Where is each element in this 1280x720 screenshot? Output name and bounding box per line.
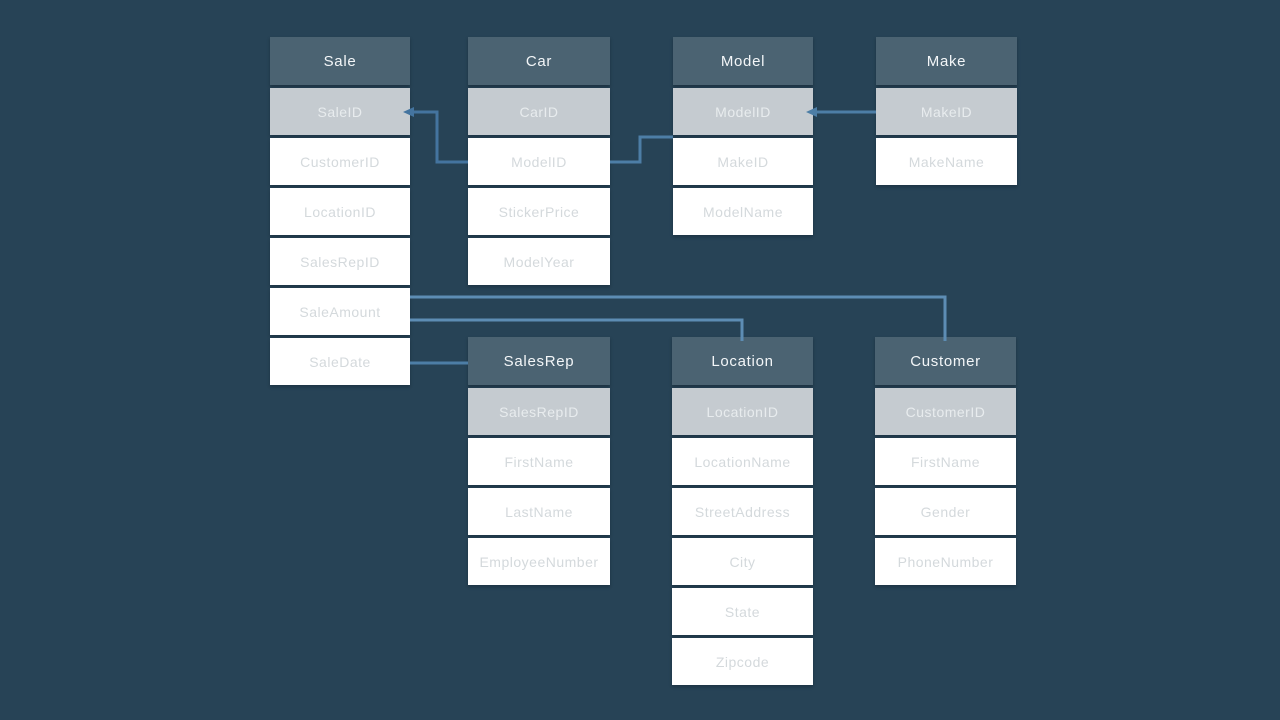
table-car-title: Car <box>468 37 610 85</box>
table-make-title: Make <box>876 37 1017 85</box>
table-location-field-city: City <box>672 538 813 585</box>
table-car-key-carid: CarID <box>468 88 610 135</box>
table-salesrep: SalesRep SalesRepID FirstName LastName E… <box>468 337 610 585</box>
table-make-field-makename: MakeName <box>876 138 1017 185</box>
table-sale-field-customerid: CustomerID <box>270 138 410 185</box>
table-location: Location LocationID LocationName StreetA… <box>672 337 813 685</box>
table-model-field-makeid: MakeID <box>673 138 813 185</box>
table-model-field-modelname: ModelName <box>673 188 813 235</box>
table-location-field-zipcode: Zipcode <box>672 638 813 685</box>
table-make: Make MakeID MakeName <box>876 37 1017 185</box>
table-model-key-modelid: ModelID <box>673 88 813 135</box>
table-customer-title: Customer <box>875 337 1016 385</box>
table-sale: Sale SaleID CustomerID LocationID SalesR… <box>270 37 410 385</box>
table-salesrep-title: SalesRep <box>468 337 610 385</box>
table-salesrep-field-firstname: FirstName <box>468 438 610 485</box>
table-salesrep-field-employeenumber: EmployeeNumber <box>468 538 610 585</box>
connector-sale-customer <box>410 295 947 341</box>
table-customer-field-phonenumber: PhoneNumber <box>875 538 1016 585</box>
table-location-field-locationname: LocationName <box>672 438 813 485</box>
table-location-key-locationid: LocationID <box>672 388 813 435</box>
table-car: Car CarID ModelID StickerPrice ModelYear <box>468 37 610 285</box>
table-salesrep-field-lastname: LastName <box>468 488 610 535</box>
connector-sale-car <box>410 110 468 164</box>
table-model: Model ModelID MakeID ModelName <box>673 37 813 235</box>
table-location-field-streetaddress: StreetAddress <box>672 488 813 535</box>
table-sale-field-salesrepid: SalesRepID <box>270 238 410 285</box>
table-sale-field-locationid: LocationID <box>270 188 410 235</box>
table-salesrep-key-salesrepid: SalesRepID <box>468 388 610 435</box>
table-car-field-modelyear: ModelYear <box>468 238 610 285</box>
table-car-field-stickerprice: StickerPrice <box>468 188 610 235</box>
table-location-field-state: State <box>672 588 813 635</box>
table-sale-field-saleamount: SaleAmount <box>270 288 410 335</box>
table-customer-key-customerid: CustomerID <box>875 388 1016 435</box>
table-sale-title: Sale <box>270 37 410 85</box>
table-customer-field-firstname: FirstName <box>875 438 1016 485</box>
table-customer: Customer CustomerID FirstName Gender Pho… <box>875 337 1016 585</box>
table-make-key-makeid: MakeID <box>876 88 1017 135</box>
table-customer-field-gender: Gender <box>875 488 1016 535</box>
connector-car-model <box>610 135 673 164</box>
table-location-title: Location <box>672 337 813 385</box>
table-sale-key-saleid: SaleID <box>270 88 410 135</box>
table-car-field-modelid: ModelID <box>468 138 610 185</box>
table-sale-field-saledate: SaleDate <box>270 338 410 385</box>
table-model-title: Model <box>673 37 813 85</box>
